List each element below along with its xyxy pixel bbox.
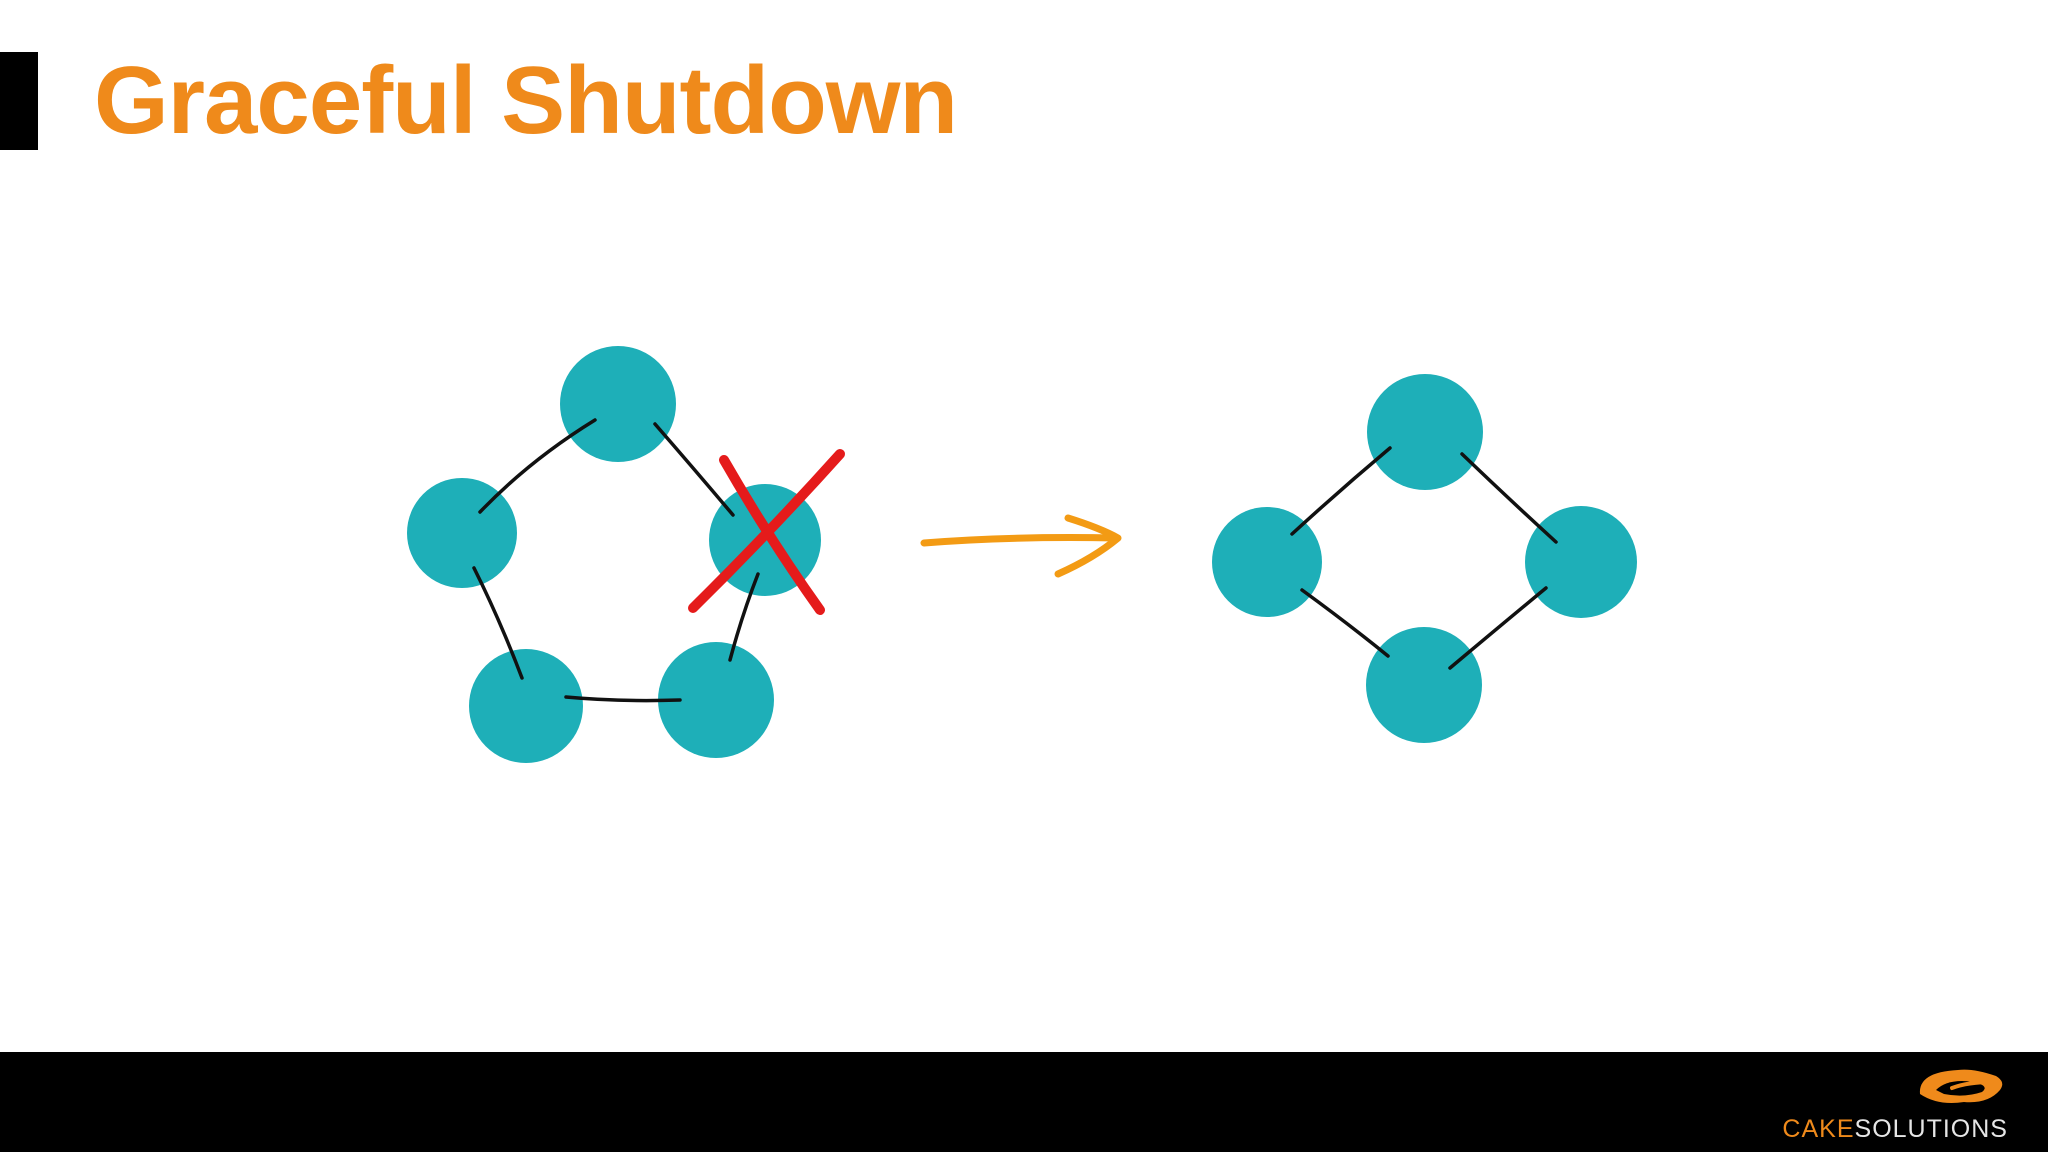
- node: [1525, 506, 1637, 618]
- edge: [1290, 446, 1392, 536]
- edge: [478, 418, 597, 514]
- brand-name: CAKESOLUTIONS: [1782, 1115, 2008, 1143]
- slide-title: Graceful Shutdown: [94, 47, 958, 154]
- node: [1366, 627, 1482, 743]
- title-marker: [0, 52, 38, 150]
- node: [560, 346, 676, 462]
- edge: [472, 566, 524, 680]
- edge: [653, 422, 735, 517]
- edge: [1448, 586, 1548, 670]
- brand-logo: CAKESOLUTIONS: [1768, 1060, 2008, 1146]
- transition-arrow-icon: [920, 514, 1122, 578]
- node: [658, 642, 774, 758]
- edge: [1300, 588, 1390, 658]
- node: [1212, 507, 1322, 617]
- node: [407, 478, 517, 588]
- brand-name-part-1: CAKE: [1782, 1115, 1855, 1143]
- cluster-after: [1212, 374, 1637, 743]
- node: [469, 649, 583, 763]
- cake-solutions-logo-icon: [1919, 1069, 2003, 1103]
- edge: [564, 695, 682, 703]
- brand-name-part-2: SOLUTIONS: [1854, 1115, 2008, 1143]
- edge: [728, 572, 760, 662]
- footer-bar: [0, 1052, 2048, 1152]
- cluster-before: [407, 346, 845, 763]
- edge: [1460, 452, 1558, 544]
- node: [1367, 374, 1483, 490]
- removed-node-cross-icon: [688, 449, 845, 615]
